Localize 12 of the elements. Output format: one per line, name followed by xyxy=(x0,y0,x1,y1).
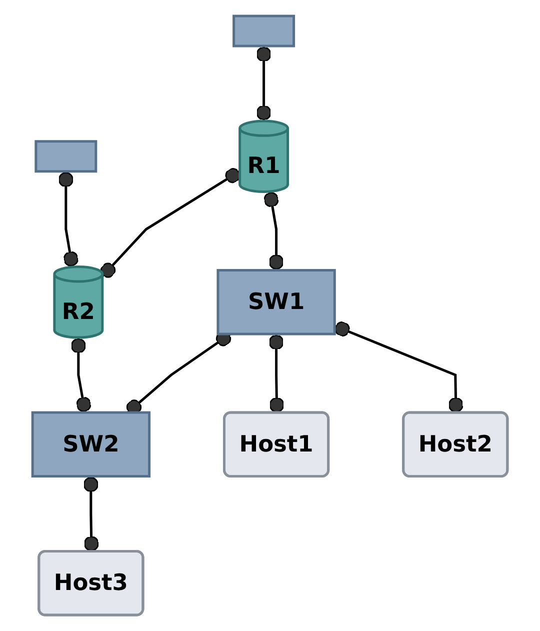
connector xyxy=(58,171,79,268)
node-box xyxy=(232,14,296,48)
connector xyxy=(268,334,284,414)
connector xyxy=(100,168,240,278)
connector xyxy=(256,46,272,121)
node-box: SW1 xyxy=(216,269,336,336)
node-box: SW2 xyxy=(31,411,150,478)
connector xyxy=(334,321,464,414)
node-box xyxy=(34,140,98,173)
connector xyxy=(70,338,92,413)
connector xyxy=(264,191,284,270)
connector xyxy=(83,476,99,552)
